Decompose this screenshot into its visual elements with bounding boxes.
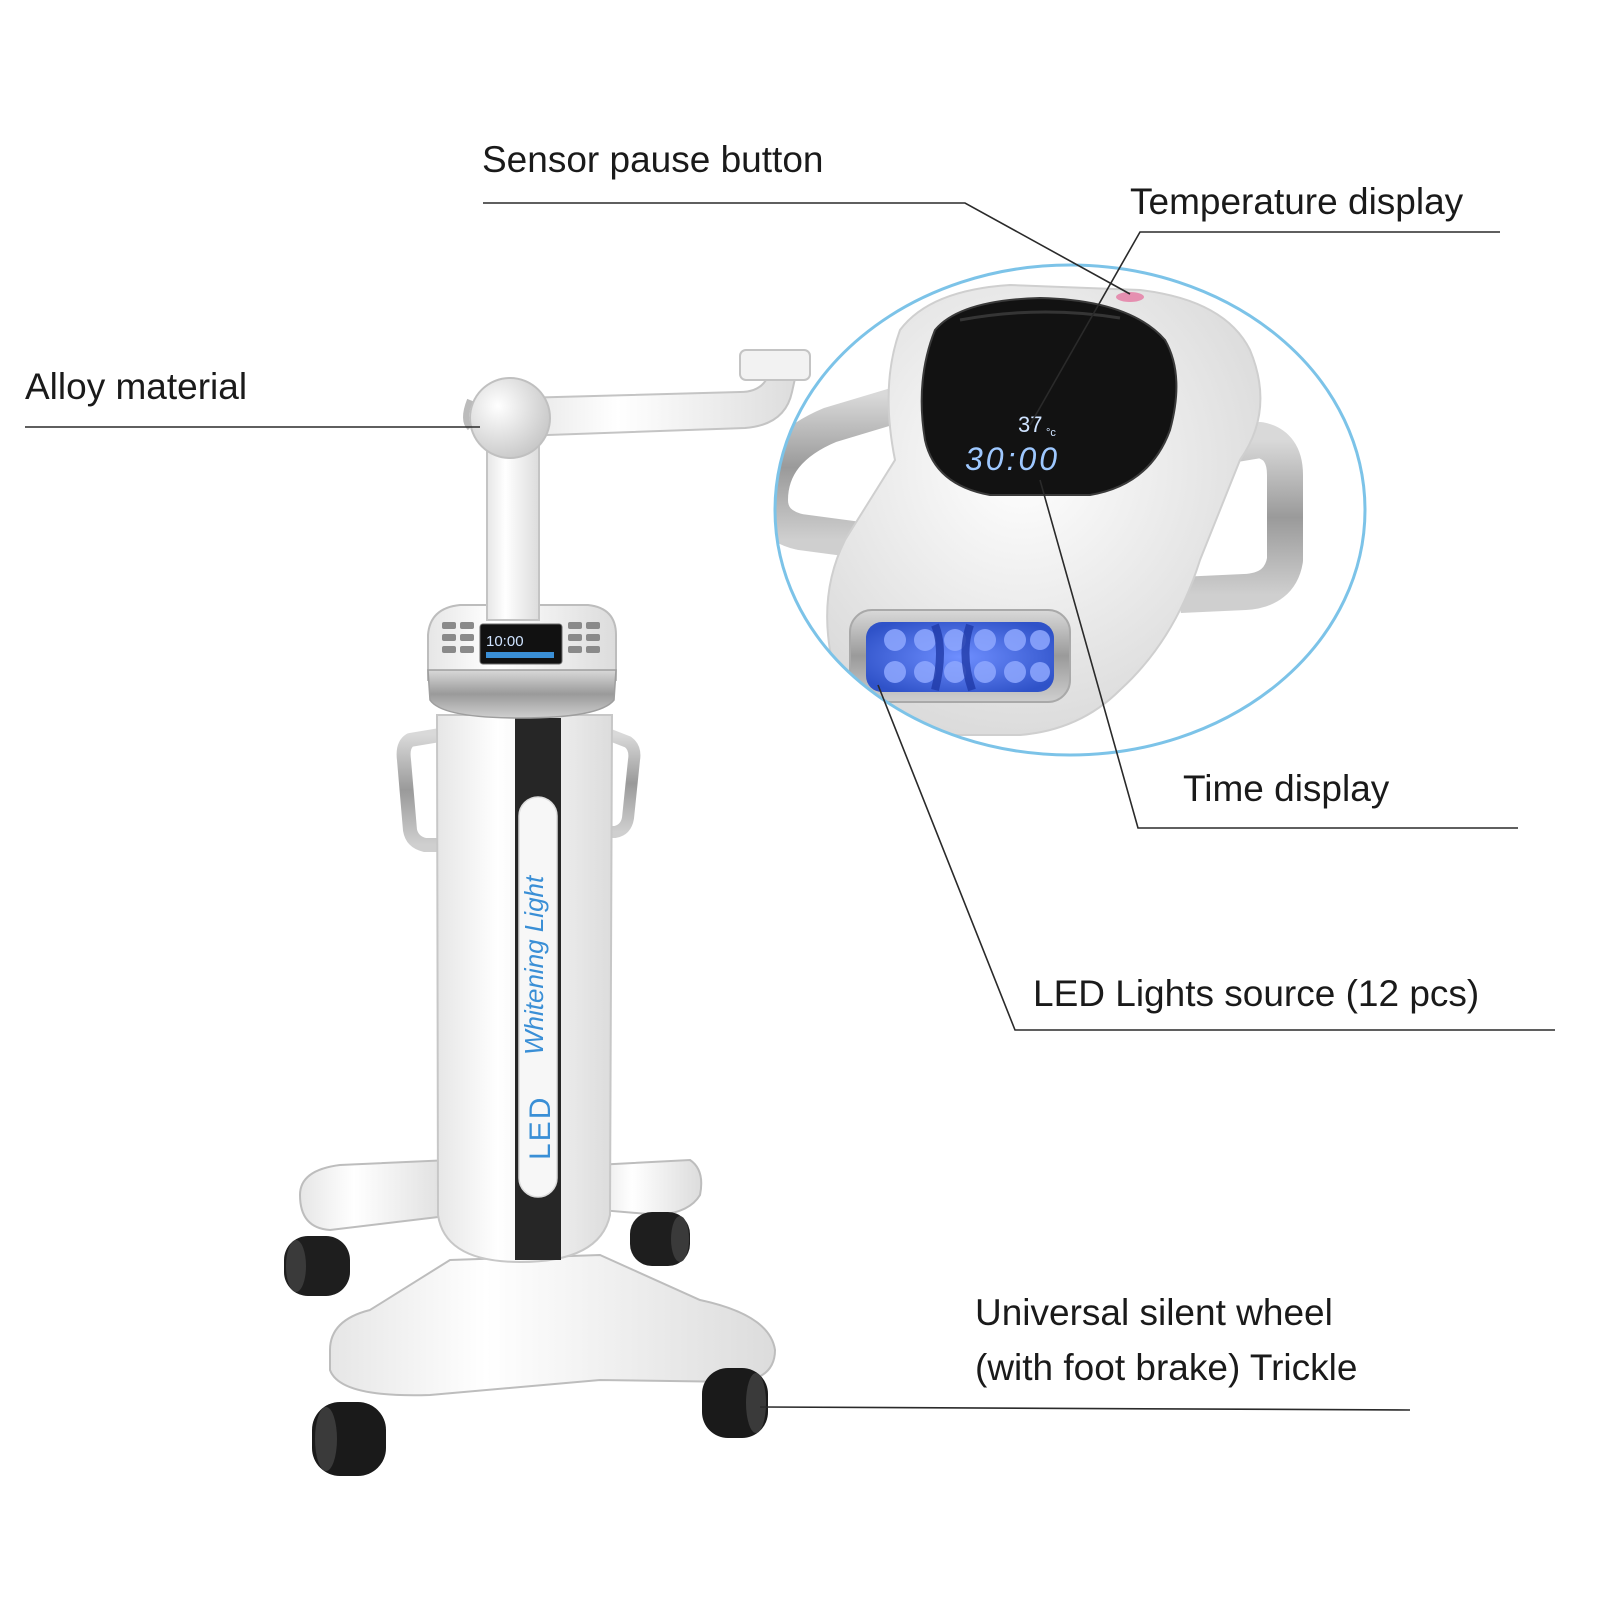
leader-time [1039,479,1518,829]
wheel-back-right [630,1212,690,1266]
side-handle-left [396,728,442,852]
sensor-pause-button[interactable] [1116,292,1144,302]
alloy-arm [463,349,811,621]
wheel-back-left [284,1236,350,1296]
column-lcd-timer: 10:00 [486,633,524,650]
head-handle-left [775,377,936,558]
callout-temperature-display: Temperature display [1130,181,1464,222]
wheel-front-right [702,1368,768,1438]
callout-alloy-material: Alloy material [25,366,248,407]
column-label-plate [518,796,558,1198]
leader-wheel [759,1406,1411,1411]
zoom-inset: 37 °c 30:00 [773,263,1367,757]
callout-universal-wheel-line1: Universal silent wheel [975,1292,1333,1333]
leader-led [877,684,1555,1031]
callout-time-display: Time display [1183,768,1390,809]
leader-lines [25,202,1555,1411]
zoom-ring [773,263,1367,757]
leader-temperature [1029,231,1500,426]
wheel-front-left [312,1402,386,1476]
head-timer-value: 30:00 [965,441,1060,477]
arm-joint-ball [469,377,551,459]
led-emitters [884,629,1050,683]
column-keypad [442,622,600,653]
column-brand-script: Whitening Light [519,874,549,1055]
column-control-head: 10:00 [427,604,617,719]
leader-sensor-pause [483,202,1131,295]
callout-led-lights-source: LED Lights source (12 pcs) [1033,973,1480,1014]
stand-column: LED Whitening Light [435,714,614,1264]
side-handle-right [605,729,641,838]
head-handle-right [1179,422,1303,613]
head-display-panel [920,296,1178,496]
callout-universal-wheel: Universal silent wheel (with foot brake)… [975,1285,1357,1395]
column-label-led: LED [524,1096,557,1160]
callout-universal-wheel-line2: (with foot brake) Trickle [975,1347,1358,1388]
head-temperature-unit: °c [1046,427,1056,439]
callout-sensor-pause-button: Sensor pause button [482,139,824,180]
